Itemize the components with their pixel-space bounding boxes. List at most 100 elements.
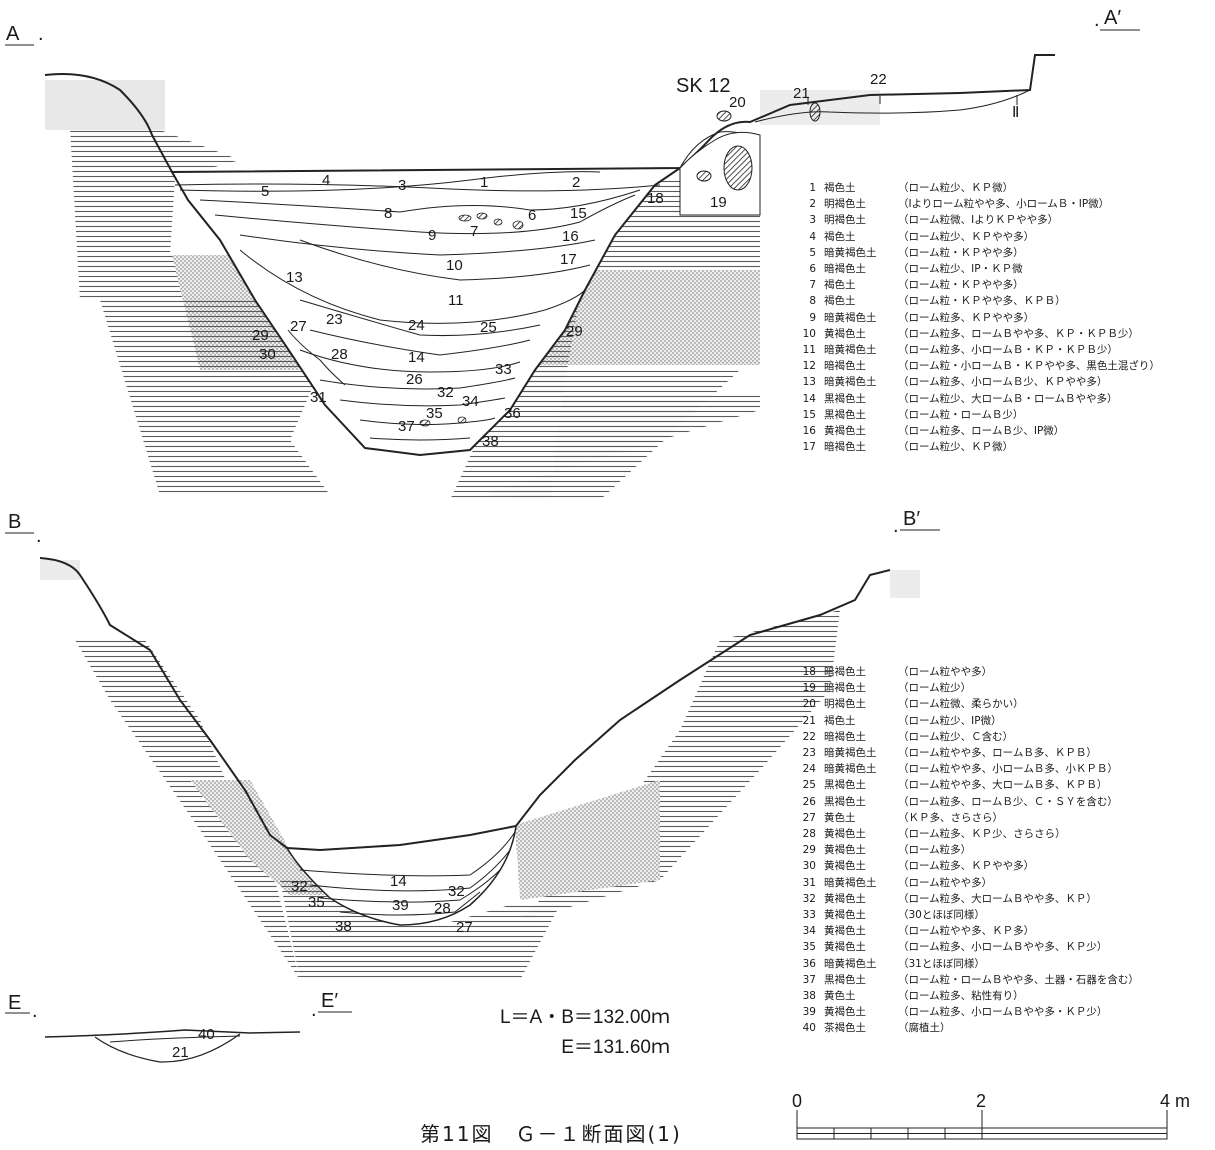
legend-n: 14 bbox=[802, 392, 816, 405]
legend-desc: （ローム粒・ＫＰやや多、ＫＰＢ） bbox=[898, 295, 1066, 308]
legend-desc: （ローム粒・ＫＰやや多） bbox=[898, 246, 1024, 259]
legend-desc: （ローム粒多、小ロームＢ少、ＫＰやや多） bbox=[898, 376, 1108, 389]
legend-n: 23 bbox=[802, 747, 816, 760]
legend-desc: （ローム粒多、粘性有り） bbox=[898, 990, 1024, 1003]
legend-name: 暗褐色土 bbox=[824, 441, 866, 454]
legend-desc: （ローム粒やや多、小ロームＢ多、小ＫＰＢ） bbox=[898, 763, 1118, 776]
layer-label: 35 bbox=[426, 405, 443, 422]
layer-label: 34 bbox=[462, 393, 479, 410]
legend-n: 15 bbox=[802, 408, 816, 421]
scale-bar: 0 2 4 m bbox=[792, 1091, 1190, 1140]
legend-name: 褐色土 bbox=[824, 182, 856, 194]
layer-20-inclusion bbox=[716, 110, 732, 122]
legend-n: 31 bbox=[802, 876, 816, 889]
legend-n: 1 bbox=[809, 182, 816, 194]
legend-desc: （ローム粒やや多、ロームＢ多、ＫＰＢ） bbox=[898, 747, 1097, 760]
legend-desc: （ローム粒・ロームＢ少） bbox=[898, 408, 1024, 421]
legend-n: 7 bbox=[809, 279, 816, 292]
layer-label: 29 bbox=[566, 323, 583, 340]
legend-name: 暗黄褐色土 bbox=[824, 747, 877, 760]
a-soil-hatch-lower-left bbox=[100, 300, 330, 495]
legend-n: 28 bbox=[802, 828, 816, 841]
legend-n: 24 bbox=[802, 763, 816, 776]
layer-label: 28 bbox=[434, 900, 451, 917]
legend-n: 10 bbox=[802, 327, 816, 340]
section-label-b-prime: B′ bbox=[903, 508, 920, 530]
layer-label: 29 bbox=[252, 327, 269, 344]
layer-label: 14 bbox=[390, 873, 407, 890]
legend-name: 黄褐色土 bbox=[824, 860, 866, 873]
legend-n: 22 bbox=[802, 730, 816, 743]
legend-n: 33 bbox=[802, 909, 816, 922]
legend-n: 8 bbox=[809, 295, 816, 308]
legend-desc: （ローム粒少、Ｃ含む） bbox=[898, 730, 1014, 743]
layer-label: 2 bbox=[572, 174, 580, 191]
figure-caption: 第11図 Ｇ－１断面図(1) bbox=[420, 1122, 682, 1146]
legend-n: 36 bbox=[802, 957, 816, 970]
legend-desc: （ローム粒多、ロームＢ少、IP微） bbox=[898, 425, 1065, 438]
layer-label: 32 bbox=[437, 384, 454, 401]
legend-name: 黒褐色土 bbox=[824, 973, 866, 986]
section-dot-b-prime: . bbox=[893, 515, 899, 537]
layer-label: 1 bbox=[480, 174, 488, 191]
legend-desc: （ローム粒・小ロームＢ・ＫＰやや多、黒色土混ざり） bbox=[898, 360, 1160, 373]
b-pit-profile bbox=[286, 825, 517, 926]
layer-label: 27 bbox=[290, 318, 307, 335]
a-soil-dots-right bbox=[530, 270, 760, 365]
b-surface-wash-right bbox=[890, 570, 920, 598]
section-label-b: B bbox=[8, 511, 21, 533]
section-dot-a-prime: . bbox=[1094, 9, 1100, 31]
scale-max: 4 m bbox=[1160, 1091, 1190, 1111]
legend-name: 褐色土 bbox=[824, 295, 856, 308]
legend-row: 8 褐色土 （ローム粒・ＫＰやや多、ＫＰＢ） bbox=[800, 293, 1160, 309]
section-label-e: E bbox=[8, 992, 21, 1014]
legend-n: 17 bbox=[802, 441, 816, 454]
legend-name: 暗褐色土 bbox=[824, 263, 866, 276]
legend-name: 褐色土 bbox=[824, 279, 856, 292]
layer-label: 30 bbox=[259, 346, 276, 363]
legend-name: 黄色土 bbox=[824, 811, 856, 824]
legend-n: 9 bbox=[809, 311, 816, 324]
roman-two-label: Ⅱ bbox=[1012, 104, 1019, 121]
legend-desc: （ローム粒多、小ロームＢやや多、ＫＰ少） bbox=[898, 941, 1108, 954]
section-e: E . . E′ 40 21 bbox=[5, 990, 352, 1063]
sk12-label: SK 12 bbox=[676, 75, 730, 97]
layer-label: 6 bbox=[528, 207, 536, 224]
legend-desc: （ローム粒少、IP微） bbox=[898, 714, 1002, 727]
legend-n: 13 bbox=[802, 376, 816, 389]
layer-label: 33 bbox=[495, 361, 512, 378]
legend-desc: （ローム粒微、ⅠよりＫＰやや多） bbox=[898, 214, 1059, 227]
legend-desc: （30とほぼ同様） bbox=[898, 909, 985, 922]
legend-n: 19 bbox=[802, 682, 816, 695]
layer-label: 32 bbox=[291, 878, 308, 895]
legend-desc: （ローム粒・ロームＢやや多、土器・石器を含む） bbox=[898, 973, 1139, 986]
legend-desc: （ＫＰ多、さらさら） bbox=[898, 811, 1003, 824]
legend-desc: （ローム粒微、柔らかい） bbox=[898, 698, 1024, 711]
layer-label: 4 bbox=[322, 172, 330, 189]
legend-desc: （ローム粒やや多） bbox=[898, 876, 993, 889]
e-pit bbox=[94, 1033, 241, 1063]
b-surface-wash-left bbox=[40, 560, 80, 580]
legend-name: 暗黄褐色土 bbox=[824, 344, 877, 357]
layer-label: 5 bbox=[261, 183, 269, 200]
legend-n: 29 bbox=[802, 844, 816, 857]
legend-name: 黄褐色土 bbox=[824, 844, 866, 857]
